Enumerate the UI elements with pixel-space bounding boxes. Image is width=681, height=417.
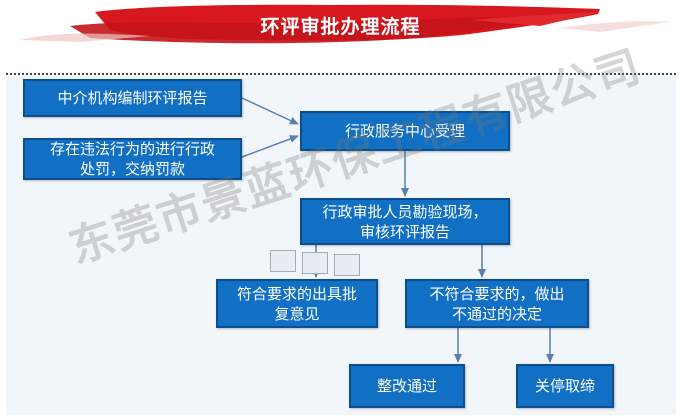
image-placeholder-icon bbox=[334, 254, 360, 276]
node-shutdown: 关停取缔 bbox=[516, 364, 614, 408]
node-compliant: 符合要求的出具批 复意见 bbox=[216, 279, 378, 328]
image-placeholder-icon bbox=[270, 250, 296, 272]
node-noncompliant: 不符合要求的，做出 不通过的决定 bbox=[405, 279, 589, 328]
arrow-agency-to-center bbox=[241, 97, 299, 125]
title-banner bbox=[20, 4, 670, 44]
node-violation-penalty: 存在违法行为的进行行政 处罚，交纳罚款 bbox=[23, 138, 242, 180]
arrow-violation-to-center bbox=[241, 135, 299, 158]
node-inspection: 行政审批人员勘验现场， 审核环评报告 bbox=[300, 198, 510, 245]
divider bbox=[6, 73, 676, 75]
node-rectify: 整改通过 bbox=[349, 364, 465, 408]
page-title: 环评审批办理流程 bbox=[260, 16, 421, 38]
node-service-center: 行政服务中心受理 bbox=[300, 111, 510, 151]
image-placeholder-icon bbox=[302, 252, 328, 274]
node-agency-report: 中介机构编制环评报告 bbox=[23, 79, 242, 117]
